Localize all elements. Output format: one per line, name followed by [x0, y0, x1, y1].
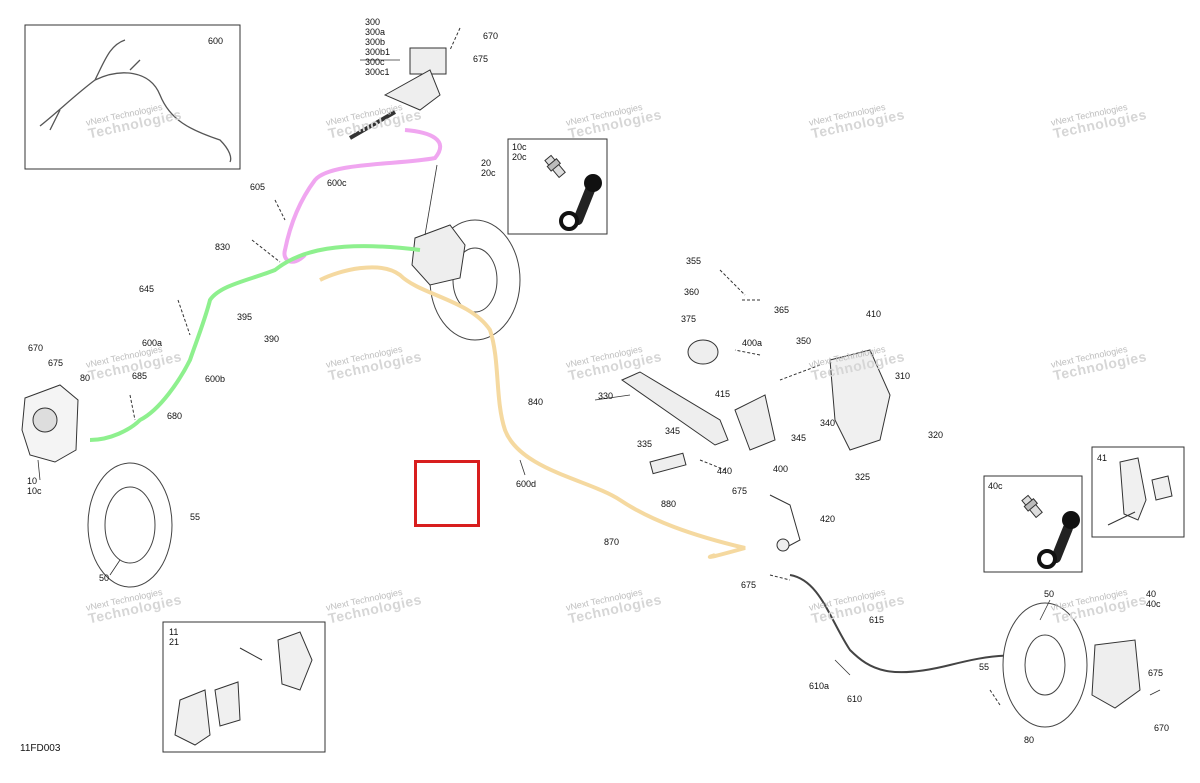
- callout-685: 685: [132, 371, 148, 381]
- callout-365: 365: [774, 305, 790, 315]
- callout-600d: 600d: [516, 479, 537, 489]
- callout-350: 350: [796, 336, 812, 346]
- callout-610: 610: [847, 694, 863, 704]
- callout-345-a: 345: [665, 426, 681, 436]
- callout-10c-inset: 10c 20c: [512, 142, 527, 162]
- callout-415: 415: [715, 389, 731, 399]
- callout-670-left: 670: [28, 343, 44, 353]
- callout-395: 395: [237, 312, 253, 322]
- callout-675-lower: 675: [741, 580, 757, 590]
- callout-400: 400: [773, 464, 789, 474]
- callout-50-left: 50: [99, 573, 110, 583]
- callout-390: 390: [264, 334, 280, 344]
- harness-600: [39, 39, 232, 163]
- callout-375: 375: [681, 314, 697, 324]
- callout-40: 40 40c: [1146, 589, 1161, 609]
- callout-55-left: 55: [190, 512, 201, 522]
- inset-600-box: [24, 24, 241, 170]
- callout-300: 300 300a 300b 300b1 300c 300c1: [365, 17, 391, 77]
- callout-340: 340: [820, 418, 836, 428]
- callout-400a: 400a: [742, 338, 763, 348]
- callout-675-right: 675: [1148, 668, 1164, 678]
- callout-355: 355: [686, 256, 702, 266]
- brake-light-switch-420: [769, 494, 801, 552]
- rear-master-cylinder: [687, 339, 776, 451]
- callout-675-left: 675: [48, 358, 64, 368]
- callout-440: 440: [717, 466, 733, 476]
- bleeder-caps-10c: [544, 154, 602, 231]
- callout-610a: 610a: [809, 681, 830, 691]
- callout-615: 615: [869, 615, 885, 625]
- callout-360: 360: [684, 287, 700, 297]
- callout-345-b: 345: [791, 433, 807, 443]
- callout-80-right: 80: [1024, 735, 1035, 745]
- callout-675-mid: 675: [732, 486, 748, 496]
- callout-600b: 600b: [205, 374, 226, 384]
- callout-10: 10 10c: [27, 476, 42, 496]
- callout-325: 325: [855, 472, 871, 482]
- callout-670-top: 670: [483, 31, 499, 41]
- callout-330: 330: [598, 391, 614, 401]
- callout-670-right: 670: [1154, 723, 1170, 733]
- callout-605: 605: [250, 182, 266, 192]
- brake-pads-41: [1107, 457, 1173, 526]
- front-right-caliper: [411, 224, 466, 286]
- callout-20: 20 20c: [481, 158, 496, 178]
- callout-310: 310: [895, 371, 911, 381]
- callout-675-top: 675: [473, 54, 489, 64]
- callout-410: 410: [866, 309, 882, 319]
- callout-80-left: 80: [80, 373, 91, 383]
- callout-320: 320: [928, 430, 944, 440]
- callout-50-right: 50: [1044, 589, 1055, 599]
- callout-680: 680: [167, 411, 183, 421]
- front-master-cylinder: [348, 47, 447, 140]
- callout-600c: 600c: [327, 178, 347, 188]
- brake-line-600c: [282, 128, 443, 264]
- callout-600a: 600a: [142, 338, 163, 348]
- brake-pads-11: [174, 631, 313, 746]
- diagram-code: 11FD003: [20, 743, 61, 754]
- front-left-caliper: [21, 384, 79, 463]
- front-left-disc: [87, 462, 173, 588]
- callout-55-right: 55: [979, 662, 990, 672]
- rear-disc: [1002, 602, 1088, 728]
- callout-840: 840: [528, 397, 544, 407]
- mounting-bracket-310: [829, 349, 891, 451]
- brake-pedal: [620, 371, 729, 475]
- callout-600: 600: [208, 36, 224, 46]
- callout-41: 41: [1097, 453, 1108, 463]
- callout-420: 420: [820, 514, 836, 524]
- callout-11-inset: 11 21: [169, 627, 180, 647]
- brake-line-600b: [89, 244, 421, 442]
- callout-880: 880: [661, 499, 677, 509]
- callout-830: 830: [215, 242, 231, 252]
- highlight-box: [414, 460, 480, 527]
- callout-335: 335: [637, 439, 653, 449]
- bleeder-caps-40c: [1021, 494, 1080, 569]
- rear-caliper: [1091, 639, 1141, 709]
- brake-line-600d: [319, 265, 746, 559]
- callout-40c-inset: 40c: [988, 481, 1003, 491]
- callout-645: 645: [139, 284, 155, 294]
- callout-870: 870: [604, 537, 620, 547]
